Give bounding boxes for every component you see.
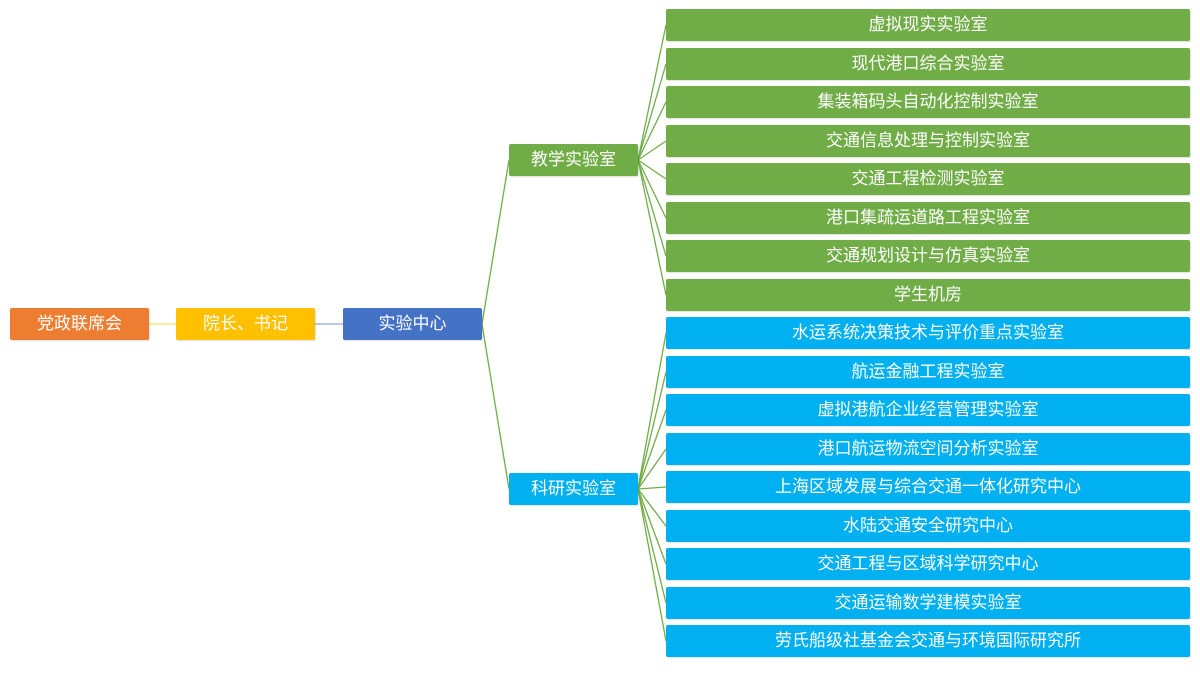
research-lab-item: 航运金融工程实验室 — [666, 356, 1190, 388]
research-lab-item: 上海区域发展与综合交通一体化研究中心 — [666, 471, 1190, 503]
connector-teaching-item — [637, 101, 667, 161]
teaching-lab-item: 交通规划设计与仿真实验室 — [666, 240, 1190, 272]
connector-research-item — [637, 371, 667, 490]
teaching-lab-item: 集装箱码头自动化控制实验室 — [666, 86, 1190, 118]
teaching-labs-node: 教学实验室 — [509, 144, 638, 176]
connector-teaching-item — [637, 24, 667, 161]
teaching-lab-item: 学生机房 — [666, 279, 1190, 311]
lab-center-node: 实验中心 — [343, 308, 482, 340]
connector-center-research — [481, 323, 510, 490]
research-lab-item: 水陆交通安全研究中心 — [666, 510, 1190, 542]
research-lab-item: 港口航运物流空间分析实验室 — [666, 433, 1190, 465]
connector-research-item — [637, 488, 667, 565]
teaching-lab-item: 交通信息处理与控制实验室 — [666, 125, 1190, 157]
dean-node: 院长、书记 — [176, 308, 315, 340]
connector-center-teaching — [481, 159, 510, 325]
research-lab-item: 交通运输数学建模实验室 — [666, 587, 1190, 619]
connector-teaching-item — [637, 159, 667, 180]
teaching-lab-item: 虚拟现实实验室 — [666, 9, 1190, 41]
research-lab-item: 劳氏船级社基金会交通与环境国际研究所 — [666, 625, 1190, 657]
connector-teaching-item — [637, 159, 667, 257]
teaching-lab-item: 港口集疏运道路工程实验室 — [666, 202, 1190, 234]
connector-research-item — [637, 488, 667, 527]
teaching-lab-item: 现代港口综合实验室 — [666, 48, 1190, 80]
connector-research-item — [637, 448, 667, 490]
connector-teaching-item — [637, 63, 667, 161]
connector-research-item — [637, 409, 667, 490]
connector-teaching-item — [637, 140, 667, 161]
teaching-lab-item: 交通工程检测实验室 — [666, 163, 1190, 195]
connector-research-item — [637, 486, 667, 490]
connector-teaching-item — [637, 159, 667, 219]
root-node: 党政联席会 — [10, 308, 149, 340]
research-lab-item: 交通工程与区域科学研究中心 — [666, 548, 1190, 580]
connector-research-item — [637, 332, 667, 490]
research-lab-item: 虚拟港航企业经营管理实验室 — [666, 394, 1190, 426]
research-lab-item: 水运系统决策技术与评价重点实验室 — [666, 317, 1190, 349]
research-labs-node: 科研实验室 — [509, 473, 638, 505]
connector-research-item — [637, 488, 667, 642]
connector-teaching-item — [637, 159, 667, 296]
connector-research-item — [637, 488, 667, 604]
